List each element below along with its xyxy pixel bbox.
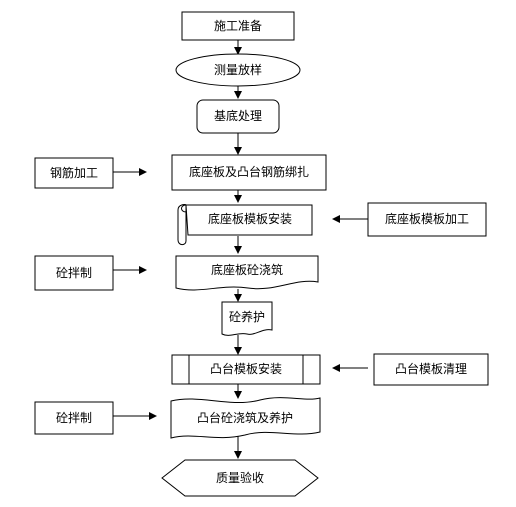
side-box-concrete-mixing-2 xyxy=(34,401,114,435)
step-shape-boss-pour xyxy=(170,397,321,439)
step-shape-base-pour xyxy=(175,255,319,291)
side-box-formwork-processing xyxy=(367,202,487,237)
step-shape-boss-formwork xyxy=(171,354,321,385)
side-boss-formwork-cleaning: 凸台模板清理 xyxy=(394,362,468,376)
step-shape-curing xyxy=(221,301,273,336)
step-concrete-curing: 砼养护 xyxy=(228,310,266,324)
step-shape-survey xyxy=(175,53,301,87)
step-boss-formwork-install: 凸台模板安装 xyxy=(209,362,283,376)
step-base-formwork-install: 底座板模板安装 xyxy=(207,212,293,226)
step-survey: 测量放样 xyxy=(213,63,263,77)
step-shape-formwork-scroll xyxy=(185,204,313,236)
step-boss-pour-curing: 凸台砼浇筑及养护 xyxy=(196,411,294,425)
side-concrete-mixing: 砼拌制 xyxy=(55,411,93,425)
scroll-curl xyxy=(177,204,187,246)
side-base-formwork-processing: 底座板模板加工 xyxy=(384,212,470,226)
side-rebar-processing: 钢筋加工 xyxy=(49,166,99,180)
step-base-treatment: 基底处理 xyxy=(213,109,263,123)
step-prepare: 施工准备 xyxy=(213,19,263,33)
step-base-concrete-pour: 底座板砼浇筑 xyxy=(210,263,284,277)
step-shape-base-treatment xyxy=(196,99,280,134)
step-rebar-binding: 底座板及凸台钢筋绑扎 xyxy=(188,165,310,179)
step-quality-acceptance: 质量验收 xyxy=(215,471,265,485)
step-shape-prepare xyxy=(181,11,295,41)
side-box-concrete-mixing-1 xyxy=(34,255,114,291)
side-box-boss-cleaning xyxy=(373,353,489,386)
step-shape-rebar xyxy=(171,154,327,191)
side-box-rebar-processing xyxy=(34,157,114,189)
side-concrete-mixing: 砼拌制 xyxy=(55,266,93,280)
step-shape-acceptance xyxy=(161,459,319,497)
